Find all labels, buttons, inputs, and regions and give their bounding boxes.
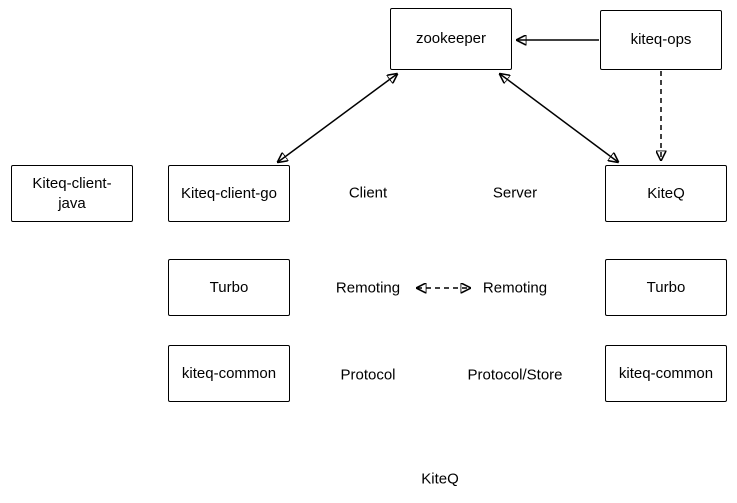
node-zookeeper[interactable]: zookeeper (390, 8, 512, 70)
node-turbo-client[interactable]: Turbo (168, 259, 290, 316)
node-turbo-client-label: Turbo (209, 278, 249, 296)
edge-zookeeper-kiteq (500, 74, 618, 162)
node-kiteq-common-client-label: kiteq-common (181, 364, 277, 382)
node-turbo-server[interactable]: Turbo (605, 259, 727, 316)
node-kiteq-ops[interactable]: kiteq-ops (600, 10, 722, 70)
node-kiteq[interactable]: KiteQ (605, 165, 727, 222)
edge-client-go-zookeeper (278, 74, 397, 162)
node-turbo-server-label: Turbo (646, 278, 686, 296)
node-kiteq-label: KiteQ (647, 184, 685, 202)
label-server: Server (492, 184, 538, 202)
label-protocol-store: Protocol/Store (467, 366, 563, 384)
node-kiteq-common-client[interactable]: kiteq-common (168, 345, 290, 402)
label-protocol: Protocol (340, 366, 396, 384)
label-remoting-client: Remoting (335, 279, 401, 297)
diagram-caption: KiteQ (421, 470, 459, 488)
node-kiteq-client-go-label: Kiteq-client-go (181, 184, 277, 202)
node-kiteq-ops-label: kiteq-ops (630, 31, 692, 49)
node-kiteq-client-java[interactable]: Kiteq-client- java (11, 165, 133, 222)
label-client: Client (348, 184, 388, 202)
node-kiteq-client-go[interactable]: Kiteq-client-go (168, 165, 290, 222)
label-remoting-server: Remoting (482, 279, 548, 297)
node-kiteq-common-server[interactable]: kiteq-common (605, 345, 727, 402)
node-kiteq-client-java-label: Kiteq-client- java (32, 175, 112, 212)
node-zookeeper-label: zookeeper (415, 30, 487, 48)
node-kiteq-common-server-label: kiteq-common (618, 364, 714, 382)
